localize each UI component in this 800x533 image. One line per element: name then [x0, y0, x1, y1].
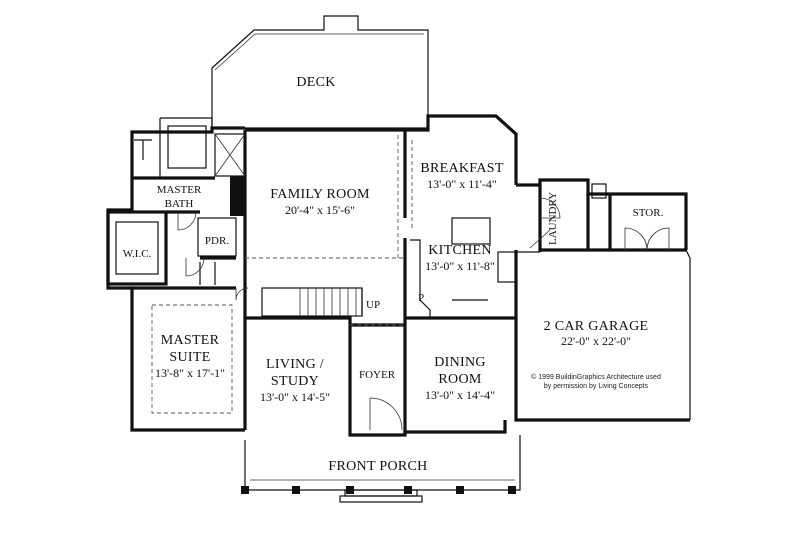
dim-master-suite: 13'-8" x 17'-1": [155, 366, 225, 380]
label-kitchen: KITCHEN: [428, 243, 492, 258]
deck-area: [211, 15, 429, 129]
dim-garage: 22'-0" x 22'-0": [561, 334, 631, 348]
label-breakfast: BREAKFAST: [420, 161, 503, 176]
label-dining-2: ROOM: [438, 372, 481, 387]
label-pdr: PDR.: [205, 235, 229, 247]
dashed-lines: [151, 135, 413, 414]
label-dining-1: DINING: [434, 355, 486, 370]
dim-kitchen: 13'-0" x 11'-8": [425, 259, 495, 273]
label-master-suite-2: SUITE: [169, 350, 210, 365]
label-up: UP: [366, 299, 380, 311]
label-master-bath-2: BATH: [165, 198, 194, 210]
label-family-room: FAMILY ROOM: [270, 187, 370, 202]
dim-family-room: 20'-4" x 15'-6": [285, 203, 355, 217]
label-living-1: LIVING /: [266, 357, 324, 372]
credit-line-2: by permission by Living Concepts: [544, 383, 649, 390]
label-laundry: LAUNDRY: [547, 192, 559, 245]
label-front-porch: FRONT PORCH: [328, 459, 427, 474]
label-deck: DECK: [296, 75, 335, 90]
credit-line-1: © 1999 BuildinGraphics Architecture used: [531, 373, 661, 381]
interior-walls: [106, 117, 686, 435]
label-stor: STOR.: [633, 207, 664, 219]
label-master-bath-1: MASTER: [157, 184, 202, 196]
label-living-2: STUDY: [271, 374, 319, 389]
dim-living: 13'-0" x 14'-5": [260, 390, 330, 404]
dim-breakfast: 13'-0" x 11'-4": [427, 177, 497, 191]
label-master-suite-1: MASTER: [161, 333, 220, 348]
dim-dining: 13'-0" x 14'-4": [425, 388, 495, 402]
label-wic: W.I.C.: [123, 248, 152, 260]
front-porch: [241, 435, 521, 503]
label-foyer: FOYER: [359, 369, 396, 381]
label-garage: 2 CAR GARAGE: [544, 319, 649, 334]
label-pantry: P: [418, 292, 424, 304]
door-swings: [177, 197, 670, 431]
